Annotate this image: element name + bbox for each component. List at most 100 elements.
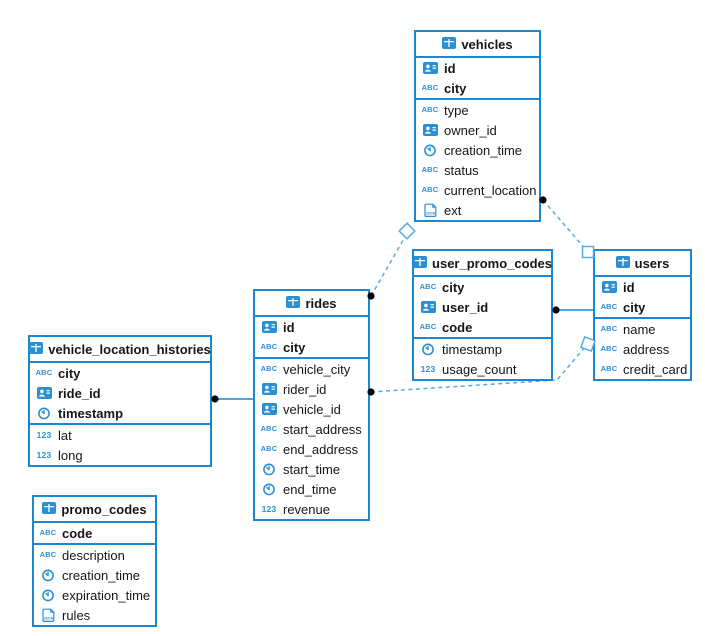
table-title: user_promo_codes	[432, 255, 552, 271]
abc-icon: ABC	[260, 342, 278, 352]
abc-icon: ABC	[600, 364, 618, 374]
fields-section: timestamp 123 usage_count	[414, 339, 551, 379]
field-row[interactable]: ABC end_address	[260, 441, 359, 457]
primary-key-row[interactable]: user_id	[414, 297, 551, 317]
primary-key-row[interactable]: ABC city	[421, 80, 467, 96]
table-title: rides	[305, 295, 337, 311]
primary-key-section: id ABC city	[595, 277, 690, 319]
svg-text:JSON: JSON	[43, 617, 53, 621]
table-title: vehicle_location_histories	[48, 341, 211, 357]
table-header[interactable]: rides	[255, 291, 368, 317]
entity-table-rides[interactable]: rides id ABC city ABC vehicle_city rider…	[253, 289, 370, 521]
abc-icon: ABC	[421, 185, 439, 195]
primary-key-section: id ABC city	[255, 317, 368, 359]
primary-key-row[interactable]: id	[255, 317, 368, 337]
field-row[interactable]: ABC type	[421, 102, 469, 118]
entity-table-user_promo_codes[interactable]: user_promo_codes ABC city user_id ABC co…	[412, 249, 553, 381]
primary-key-row[interactable]: ABC code	[39, 525, 93, 541]
clock-icon	[421, 143, 439, 157]
abc-icon: ABC	[35, 368, 53, 378]
entity-table-vehicles[interactable]: vehicles id ABC city ABC type owner_id c…	[414, 30, 541, 222]
primary-key-row[interactable]: id	[416, 58, 539, 78]
abc-icon: ABC	[260, 444, 278, 454]
relationship-rides-to-vehicles[interactable]	[370, 229, 410, 297]
primary-key-row[interactable]: ABC code	[419, 319, 473, 335]
table-header[interactable]: users	[595, 251, 690, 277]
table-icon	[442, 36, 457, 52]
field-row[interactable]: ABC current_location	[421, 182, 537, 198]
field-row[interactable]: start_time	[255, 459, 368, 479]
field-row[interactable]: 123 revenue	[261, 501, 330, 517]
field-row[interactable]: ABC name	[600, 321, 656, 337]
field-row[interactable]: ABC description	[39, 547, 125, 563]
abc-icon: ABC	[421, 83, 439, 93]
table-header[interactable]: vehicle_location_histories	[29, 337, 211, 363]
person-id-icon	[419, 301, 437, 313]
table-title: vehicles	[461, 36, 513, 52]
person-id-icon	[260, 403, 278, 415]
table-icon	[29, 341, 44, 357]
primary-key-section: ABC city ride_id timestamp	[30, 363, 210, 425]
field-row[interactable]: timestamp	[414, 339, 551, 359]
fields-section: ABC type owner_id creation_time ABC stat…	[416, 100, 539, 220]
table-header[interactable]: vehicles	[416, 32, 539, 58]
entity-table-vehicle_location_histories[interactable]: vehicle_location_histories ABC city ride…	[28, 335, 212, 467]
field-row[interactable]: end_time	[255, 479, 368, 499]
field-row[interactable]: ABC start_address	[260, 421, 362, 437]
123-icon: 123	[36, 429, 52, 440]
field-row[interactable]: ABC address	[600, 341, 670, 357]
field-row[interactable]: JSON rules	[34, 605, 155, 625]
person-id-icon	[260, 383, 278, 395]
primary-key-row[interactable]: ABC city	[419, 279, 465, 295]
entity-table-promo_codes[interactable]: promo_codes ABC code ABC description cre…	[32, 495, 157, 627]
primary-key-section: id ABC city	[416, 58, 539, 100]
primary-key-row[interactable]: ABC city	[600, 299, 646, 315]
123-icon: 123	[36, 449, 52, 460]
field-row[interactable]: ABC status	[421, 162, 479, 178]
primary-key-row[interactable]: ABC city	[260, 339, 306, 355]
field-row[interactable]: creation_time	[416, 140, 539, 160]
primary-key-section: ABC code	[34, 523, 155, 545]
clock-icon	[419, 342, 437, 356]
field-row[interactable]: 123 long	[36, 447, 83, 463]
relationship-vehicles-to-users[interactable]	[542, 199, 588, 252]
clock-icon	[39, 588, 57, 602]
field-row[interactable]: rider_id	[255, 379, 368, 399]
table-icon	[42, 501, 57, 517]
clock-icon	[39, 568, 57, 582]
abc-icon: ABC	[260, 364, 278, 374]
primary-key-row[interactable]: ABC city	[35, 365, 81, 381]
field-row[interactable]: creation_time	[34, 565, 155, 585]
abc-icon: ABC	[421, 165, 439, 175]
primary-key-section: ABC city user_id ABC code	[414, 277, 551, 339]
relationship-rides-to-users[interactable]	[370, 346, 586, 393]
clock-icon	[260, 462, 278, 476]
primary-key-row[interactable]: id	[595, 277, 690, 297]
field-row[interactable]: owner_id	[416, 120, 539, 140]
entity-table-users[interactable]: users id ABC city ABC name ABC address A…	[593, 249, 692, 381]
field-row[interactable]: 123 lat	[36, 427, 72, 443]
fields-section: 123 lat 123 long	[30, 425, 210, 465]
field-row[interactable]: vehicle_id	[255, 399, 368, 419]
clock-icon	[260, 482, 278, 496]
field-row[interactable]: 123 usage_count	[420, 361, 517, 377]
abc-icon: ABC	[260, 424, 278, 434]
field-row[interactable]: ABC vehicle_city	[260, 361, 351, 377]
primary-key-row[interactable]: timestamp	[30, 403, 210, 423]
abc-icon: ABC	[39, 550, 57, 560]
field-row[interactable]: ABC credit_card	[600, 361, 688, 377]
clock-icon	[35, 406, 53, 420]
abc-icon: ABC	[600, 344, 618, 354]
table-header[interactable]: user_promo_codes	[413, 251, 552, 277]
table-header[interactable]: promo_codes	[34, 497, 155, 523]
table-icon	[615, 255, 630, 271]
field-row[interactable]: expiration_time	[34, 585, 155, 605]
field-row[interactable]: JSON ext	[416, 200, 539, 220]
primary-key-row[interactable]: ride_id	[30, 383, 210, 403]
json-icon: JSON	[39, 608, 57, 622]
person-id-icon	[600, 281, 618, 293]
fields-section: ABC name ABC address ABC credit_card	[595, 319, 690, 379]
person-id-icon	[421, 124, 439, 136]
